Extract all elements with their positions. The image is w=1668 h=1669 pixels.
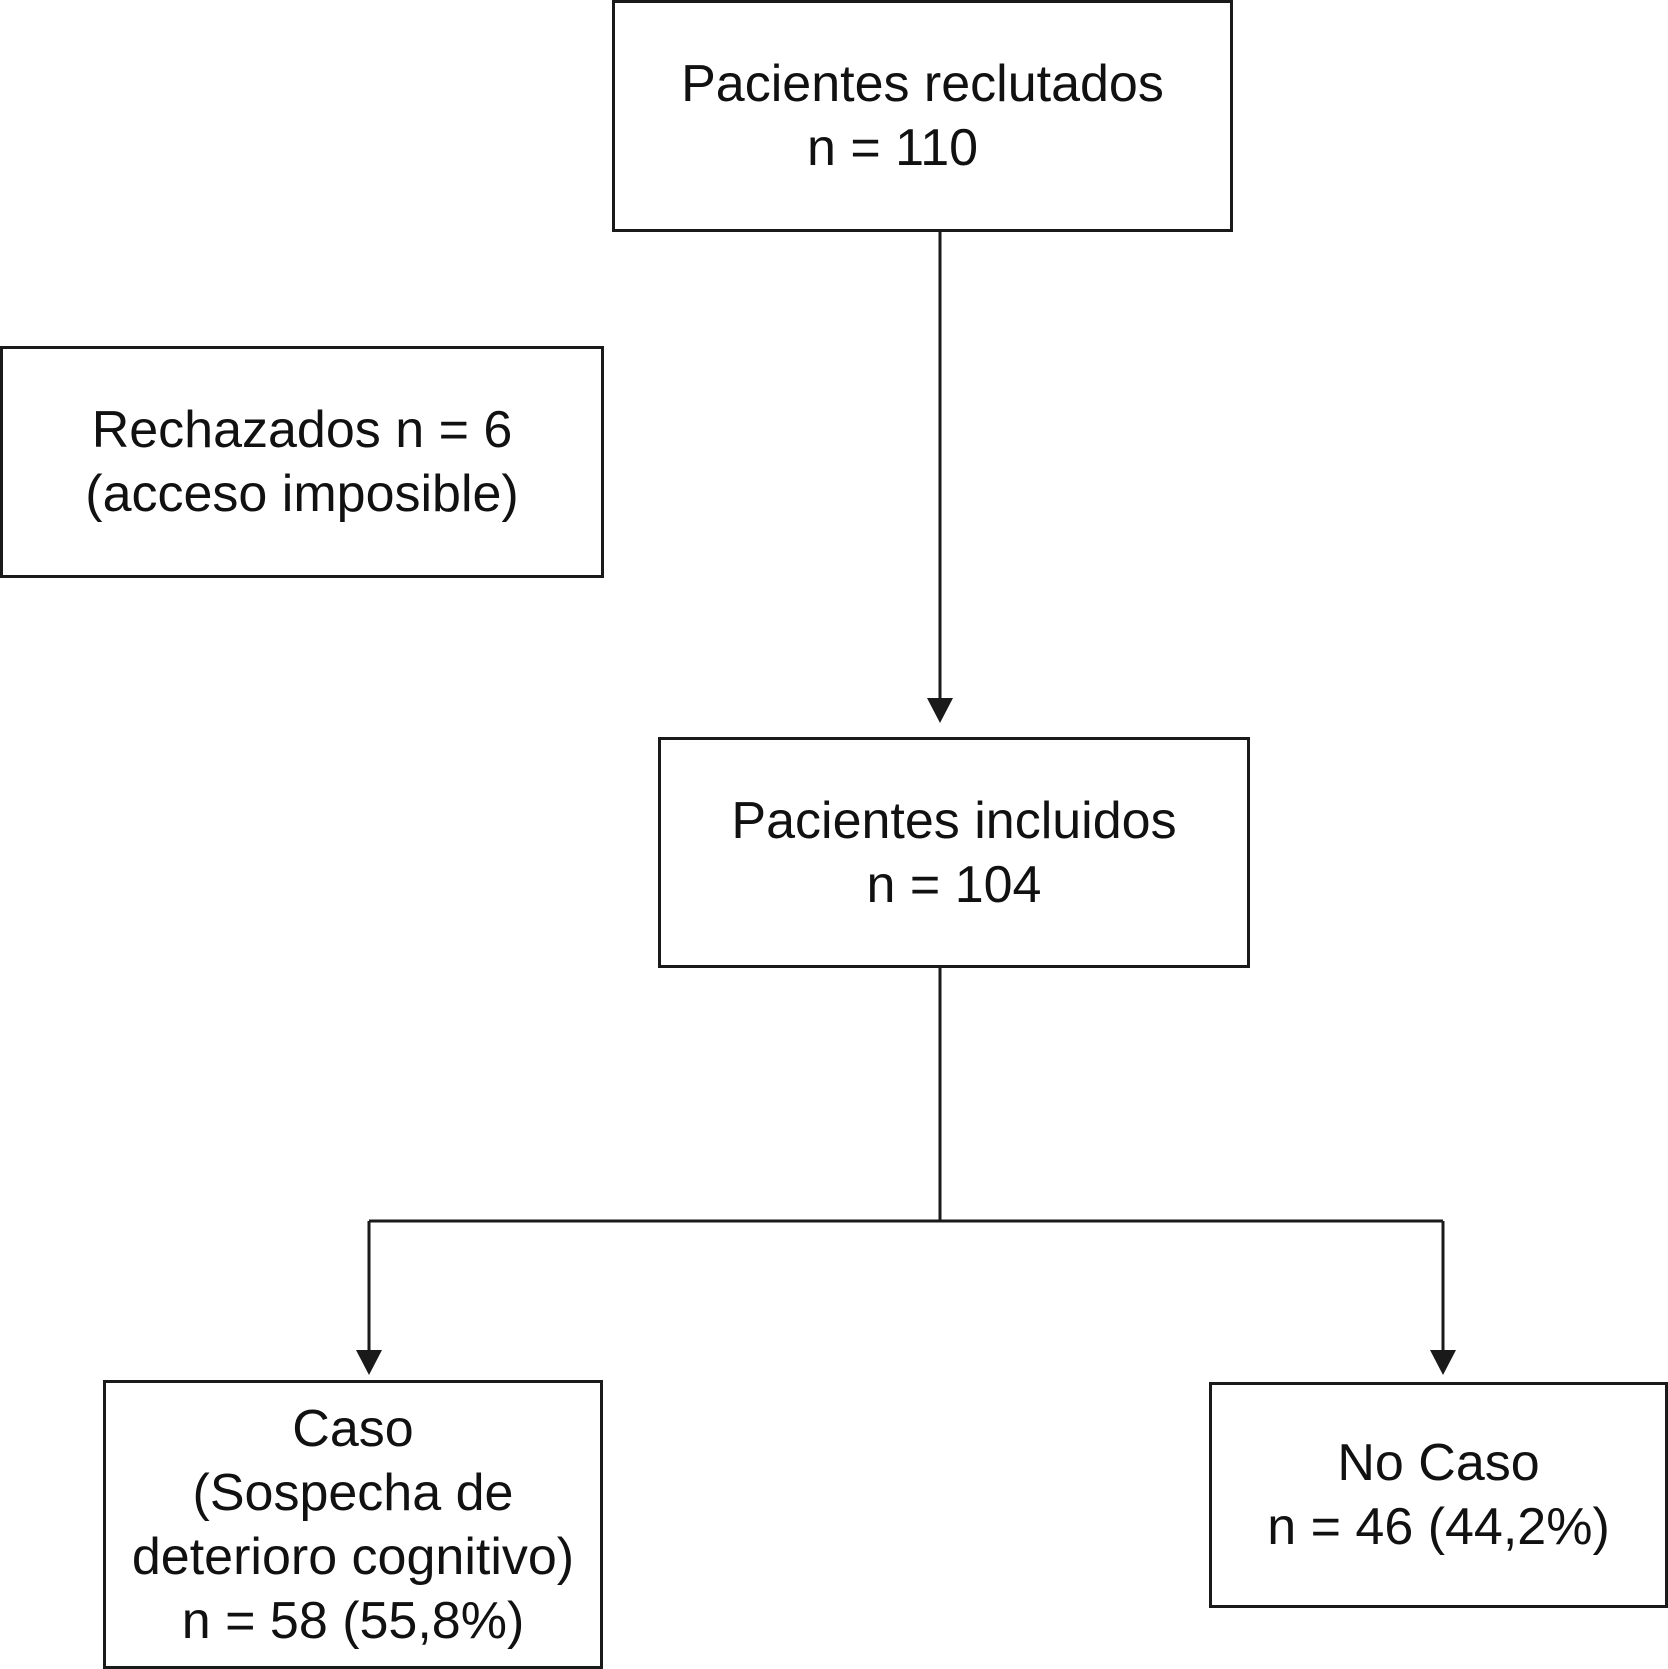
node-no-case: No Caso n = 46 (44,2%) (1209, 1382, 1668, 1608)
node-recruited-patients: Pacientes reclutados n = 110 (612, 0, 1233, 232)
node-included-count: n = 104 (866, 855, 1042, 914)
arrowhead-included (927, 698, 953, 723)
node-case-count: n = 58 (55,8%) (181, 1591, 525, 1650)
node-case-detail-1: (Sospecha de (192, 1463, 514, 1522)
node-rejected-label: Rechazados n = 6 (91, 401, 513, 459)
arrowhead-nocase (1430, 1350, 1456, 1375)
node-recruited-label: Pacientes reclutados (681, 55, 1164, 113)
arrowhead-case (356, 1350, 382, 1375)
node-nocase-label: No Caso (1337, 1434, 1540, 1492)
node-rejected-patients: Rechazados n = 6 (acceso imposible) (0, 346, 604, 578)
node-case-detail-2: deterioro cognitivo) (131, 1527, 575, 1586)
node-included-patients: Pacientes incluidos n = 104 (658, 737, 1250, 968)
node-case: Caso (Sospecha de deterioro cognitivo) n… (103, 1380, 603, 1669)
node-case-label: Caso (292, 1399, 414, 1458)
node-nocase-count: n = 46 (44,2%) (1267, 1498, 1610, 1556)
node-included-label: Pacientes incluidos (731, 791, 1177, 850)
node-recruited-count: n = 110 (806, 119, 979, 177)
node-rejected-reason: (acceso imposible) (85, 465, 519, 523)
